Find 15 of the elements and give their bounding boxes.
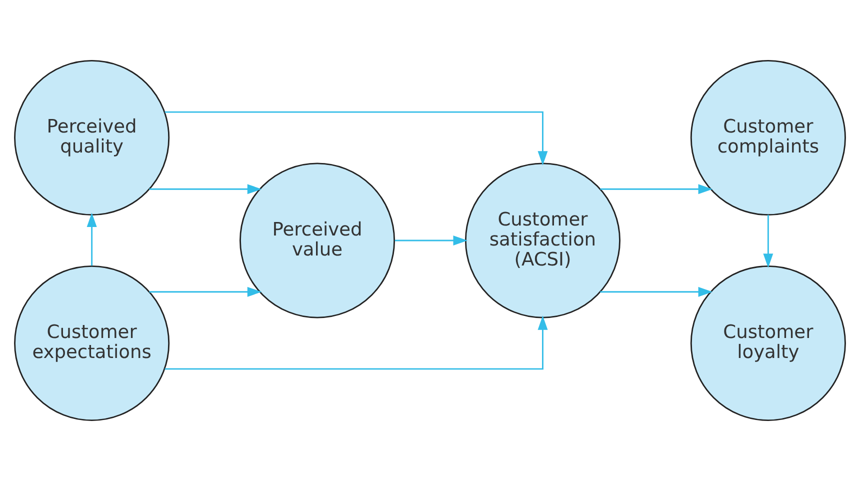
node-circle: Perceived value [240, 162, 396, 318]
node-circle: Customer complaints [690, 60, 846, 216]
arrow [86, 212, 97, 266]
arrow [763, 214, 774, 268]
arrow [149, 184, 262, 194]
node-circle: Customer loyalty [690, 264, 846, 420]
arrow [164, 110, 548, 165]
arrow [149, 286, 262, 296]
node-circle: Customer satisfaction (ACSI) [464, 162, 620, 318]
node-circle: Customer expectations [14, 264, 170, 420]
arrow [600, 286, 713, 296]
arrow [394, 235, 468, 245]
arrow [164, 315, 548, 370]
node-circle: Perceived quality [14, 60, 170, 216]
arrow [600, 184, 713, 194]
